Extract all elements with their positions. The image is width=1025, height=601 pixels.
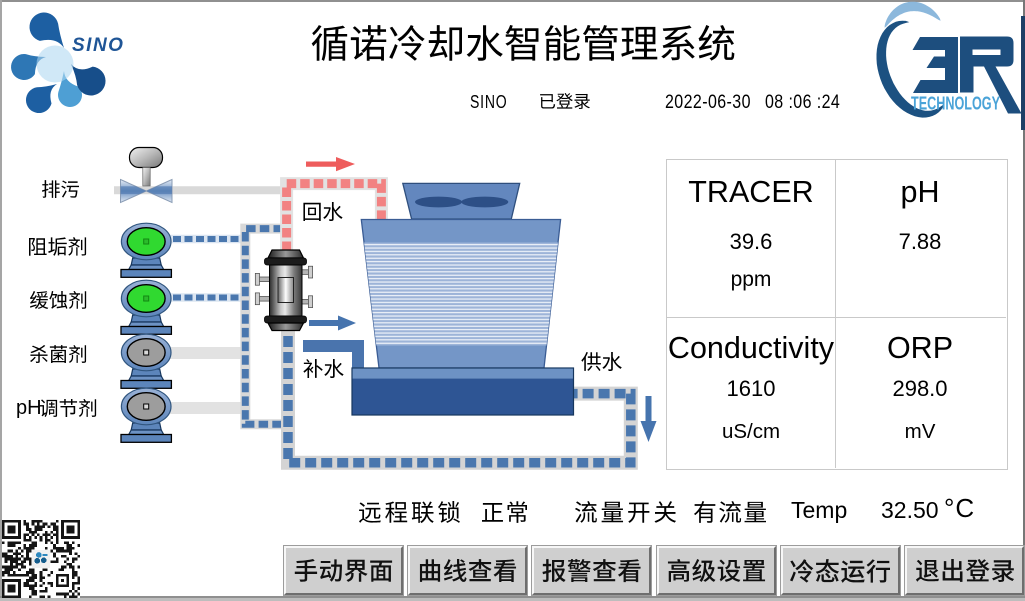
svg-text:TECHNOLOGY: TECHNOLOGY	[911, 94, 1000, 114]
svg-text:SINO: SINO	[72, 35, 124, 56]
